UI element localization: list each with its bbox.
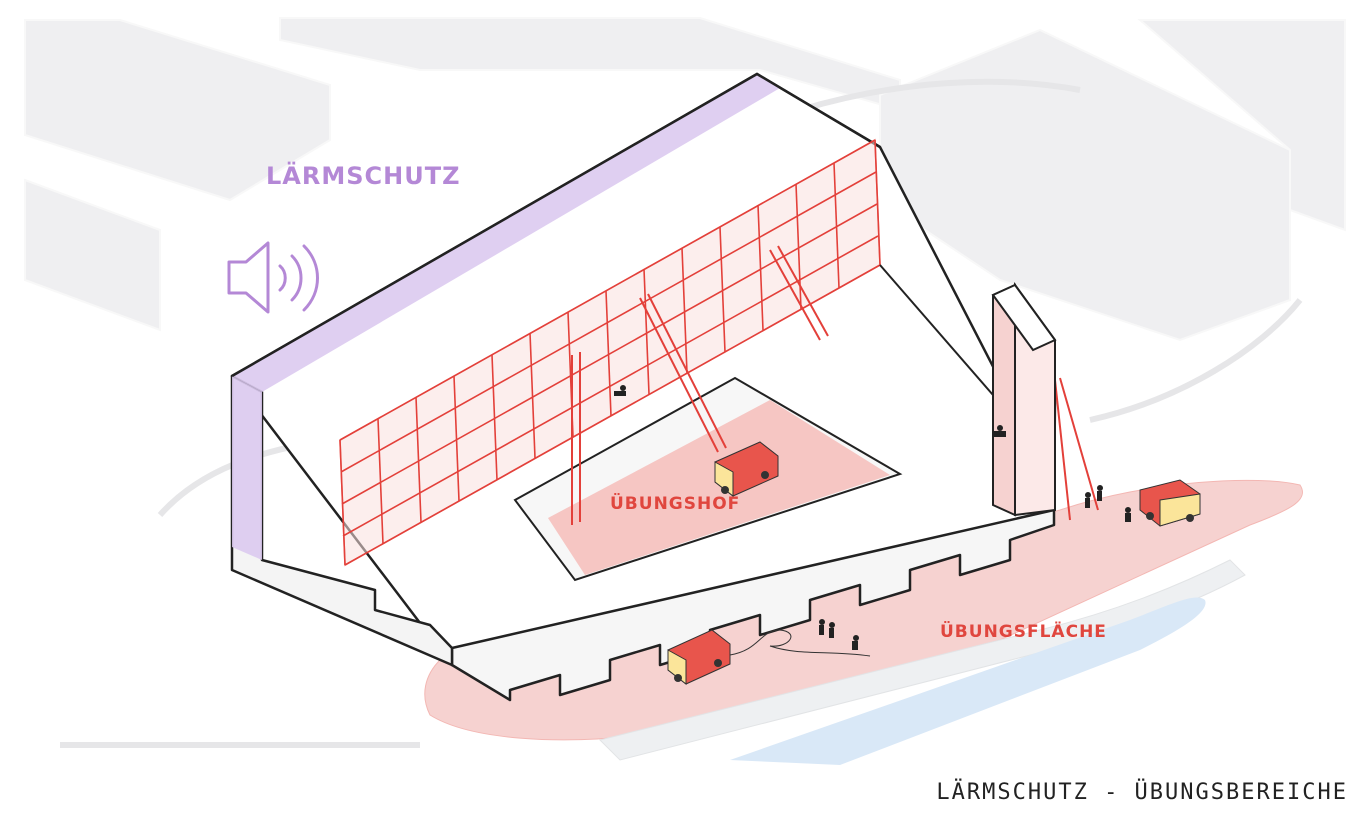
noise-protection-label: LÄRMSCHUTZ: [266, 162, 461, 190]
fire-truck-front: [667, 629, 731, 686]
fire-truck-yard: [714, 441, 779, 498]
noise-protection-wall-band: [232, 376, 262, 560]
fire-hose: [729, 629, 871, 657]
training-area-label: ÜBUNGSFLÄCHE: [940, 622, 1107, 642]
tower-connector: [879, 264, 994, 396]
training-tower-top: [991, 283, 1057, 352]
water-body: [730, 597, 1206, 765]
fire-truck-right: [1139, 479, 1201, 527]
firefighter-figures: [614, 385, 1131, 650]
training-scaffold: [339, 138, 881, 567]
building-facade-edge: [450, 508, 1056, 702]
training-yard-floor: [548, 400, 890, 575]
rescue-ladders: [571, 245, 1099, 525]
roof-outline: [231, 72, 881, 378]
noise-protection-roof-band: [232, 74, 780, 392]
speaker-icon: [227, 241, 319, 314]
training-yard-label: ÜBUNGSHOF: [610, 494, 741, 514]
diagram-caption: LÄRMSCHUTZ - ÜBUNGSBEREICHE: [936, 780, 1348, 805]
context-buildings: [24, 17, 1346, 342]
